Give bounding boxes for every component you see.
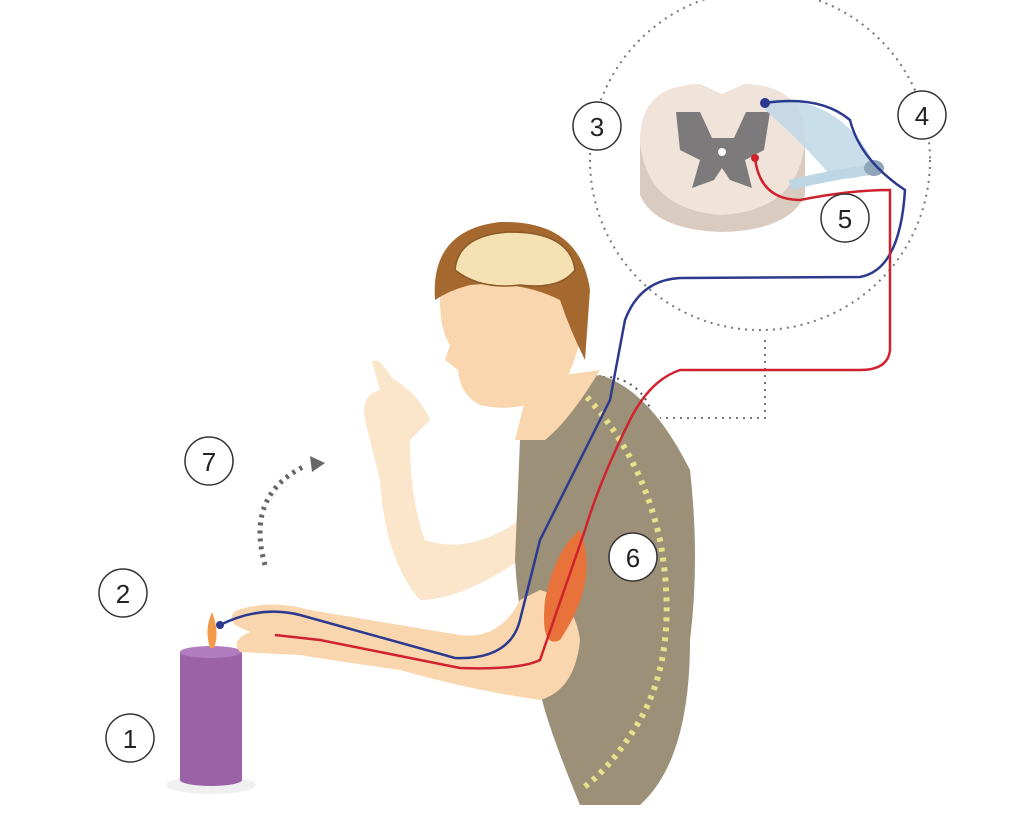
motor-nerve-path <box>274 157 892 670</box>
withdrawn-arm <box>364 360 520 600</box>
sensory-nerve-path <box>219 99 907 660</box>
svg-text:2: 2 <box>116 579 130 609</box>
label-1: 1 <box>105 713 155 763</box>
zoom-connector <box>660 340 766 419</box>
label-3: 3 <box>572 101 622 151</box>
svg-text:6: 6 <box>626 543 640 573</box>
label-2: 2 <box>98 568 148 618</box>
svg-text:5: 5 <box>838 204 852 234</box>
label-6: 6 <box>608 532 658 582</box>
svg-text:1: 1 <box>123 724 137 754</box>
label-5: 5 <box>820 193 870 243</box>
svg-text:3: 3 <box>590 112 604 142</box>
spinal-cord-zoom-outline <box>589 0 931 331</box>
candle <box>166 612 256 794</box>
label-4: 4 <box>897 90 947 140</box>
brain-icon <box>454 231 576 287</box>
flame-icon <box>207 612 217 648</box>
label-7: 7 <box>184 436 234 486</box>
spinal-cord-cross-section <box>640 84 884 232</box>
withdrawal-arrow-icon <box>257 463 307 566</box>
svg-text:7: 7 <box>202 447 216 477</box>
svg-text:4: 4 <box>915 101 929 131</box>
